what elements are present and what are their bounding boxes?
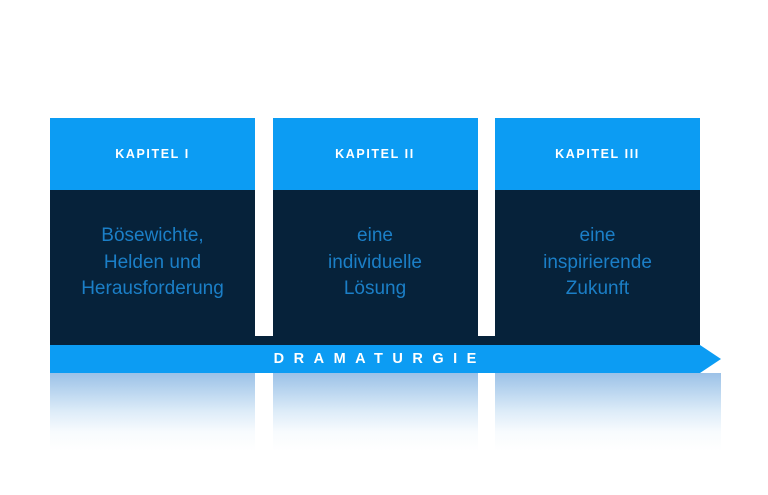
reflection-block-1: [50, 373, 255, 451]
chapter-cards-row: KAPITEL I Bösewichte, Helden und Herausf…: [50, 118, 700, 336]
chapter-card-1[interactable]: KAPITEL I Bösewichte, Helden und Herausf…: [50, 118, 255, 336]
reflection-block-3: [495, 373, 721, 451]
chapter-card-3-header: KAPITEL III: [495, 118, 700, 190]
chapter-card-2[interactable]: KAPITEL II eine individuelle Lösung: [272, 118, 478, 336]
chapter-card-2-body-text: eine individuelle Lösung: [327, 224, 422, 300]
chapter-card-1-header-label: KAPITEL I: [115, 147, 190, 161]
chapter-card-3-header-label: KAPITEL III: [555, 147, 640, 161]
banner-arrow-shape: [50, 345, 721, 373]
chapter-card-3[interactable]: KAPITEL III eine inspirierende Zukunft: [495, 118, 700, 336]
chapter-card-1-body: Bösewichte, Helden und Herausforderung: [50, 190, 255, 336]
reflection-group: [50, 373, 721, 451]
chapter-card-2-header: KAPITEL II: [272, 118, 478, 190]
card-base-strip: [50, 336, 700, 345]
reflection-block-2: [272, 373, 478, 451]
chapter-card-3-body: eine inspirierende Zukunft: [495, 190, 700, 336]
chapter-card-3-body-text: eine inspirierende Zukunft: [543, 224, 652, 300]
dramaturgie-banner[interactable]: DRAMATURGIE: [50, 345, 721, 373]
chapter-card-1-header: KAPITEL I: [50, 118, 255, 190]
chapter-card-2-body: eine individuelle Lösung: [272, 190, 478, 336]
chapter-card-2-header-label: KAPITEL II: [335, 147, 415, 161]
chapter-card-1-body-text: Bösewichte, Helden und Herausforderung: [81, 224, 224, 300]
